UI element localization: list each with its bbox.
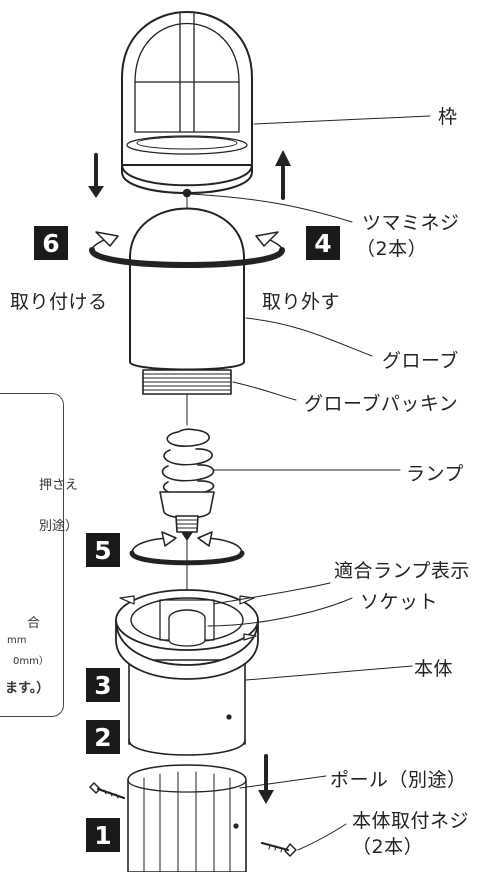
label-compatible-lamp: 適合ランプ表示 [334, 560, 470, 582]
step-badge-5: 5 [86, 533, 120, 567]
label-glove-packing: グローブパッキン [304, 393, 459, 415]
glove-packing [142, 369, 232, 395]
step-badge-4: 4 [306, 226, 340, 260]
note-line-1: 押さえ [39, 478, 79, 493]
note-line-6: ます。） [5, 681, 50, 696]
leader-frame [253, 115, 431, 125]
action-remove: 取り外す [262, 291, 341, 313]
label-mount-screw-qty: （2本） [352, 836, 424, 858]
label-knob-screw-qty: （2本） [356, 238, 428, 260]
step-badge-1: 1 [86, 818, 120, 852]
pole [127, 764, 247, 872]
leader-lines [189, 115, 431, 851]
rotation-ring-top [89, 231, 285, 268]
note-line-2: 別途） [39, 519, 79, 534]
leader-knob-screw [189, 193, 353, 223]
label-socket: ソケット [360, 591, 439, 613]
note-line-5: 0mm） [13, 656, 49, 667]
down-arrow-left [88, 153, 104, 198]
note-box: 押さえ 別途） 合 mm 0mm） ます。） [0, 393, 78, 717]
leader-glove-packing [232, 381, 297, 401]
note-line-4: mm [7, 635, 27, 646]
leader-glove [245, 317, 373, 357]
body-housing [115, 589, 259, 756]
action-attach: 取り付ける [10, 291, 108, 313]
leader-mount-screw [297, 823, 347, 851]
up-arrow-right [275, 150, 291, 200]
step-badge-6: 6 [34, 226, 68, 260]
lamp-bulb [159, 428, 215, 541]
down-arrow-body [258, 754, 274, 804]
label-knob-screw: ツマミネジ [362, 212, 460, 234]
mount-screw-right [260, 841, 297, 857]
label-pole: ポール（別途） [330, 769, 467, 791]
leader-compatible-lamp [213, 582, 331, 605]
label-body: 本体 [414, 658, 454, 680]
leader-body [245, 665, 413, 681]
label-lamp: ランプ [406, 463, 464, 485]
label-frame: 枠 [438, 106, 458, 128]
frame-cage [121, 11, 253, 198]
note-line-3: 合 [27, 616, 41, 631]
leader-socket [207, 597, 353, 627]
step-badge-3: 3 [86, 668, 120, 702]
leader-pole [239, 775, 327, 789]
label-mount-screw: 本体取付ネジ [352, 810, 470, 832]
mount-screw-left [89, 782, 126, 800]
rotation-ring-middle [129, 531, 245, 566]
label-glove: グローブ [382, 350, 459, 372]
glove [129, 207, 245, 371]
step-badge-2: 2 [86, 720, 120, 754]
